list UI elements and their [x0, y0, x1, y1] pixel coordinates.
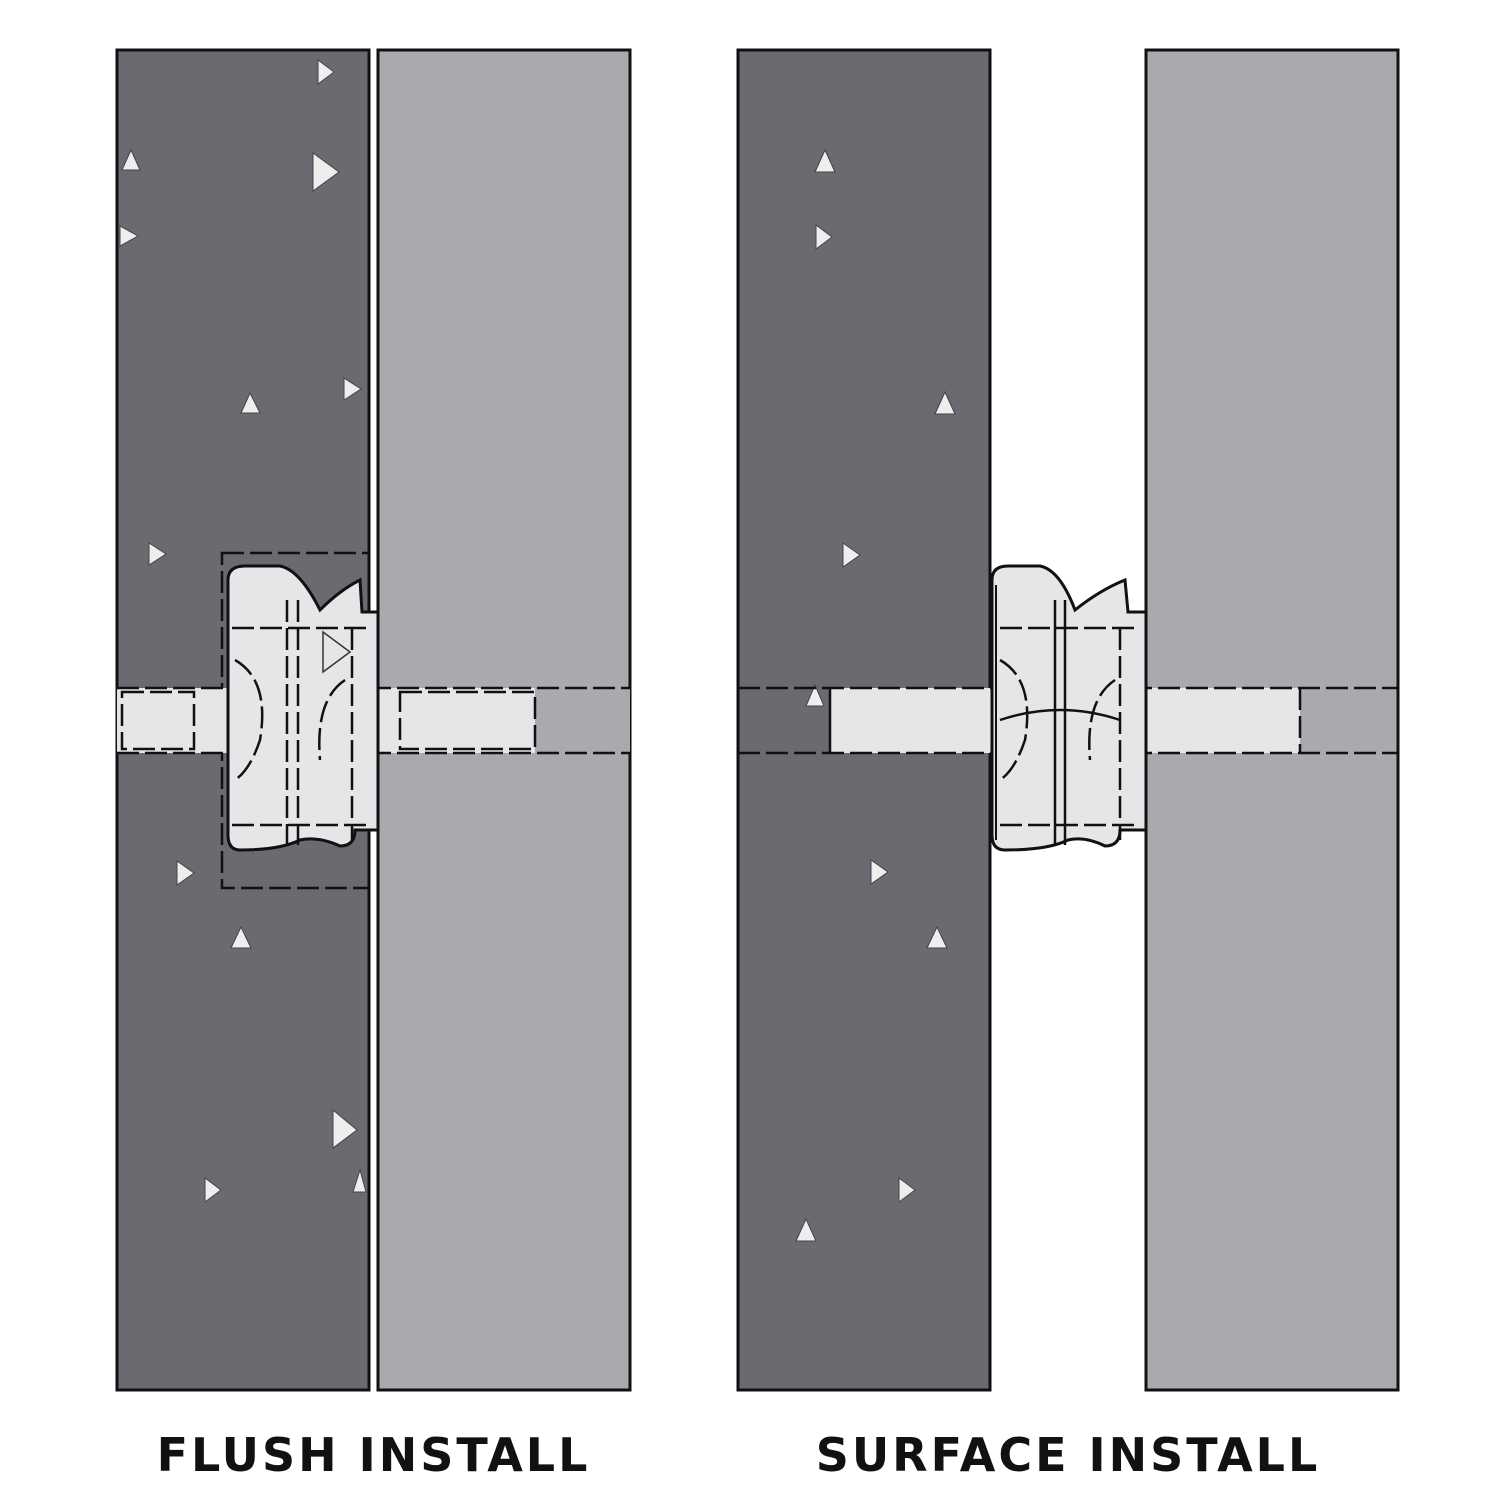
aggregate-marks — [119, 59, 367, 1203]
flush-install-panel — [115, 48, 632, 1392]
surface-install-panel — [736, 48, 1400, 1392]
flush-install-label: FLUSH INSTALL — [156, 1428, 591, 1482]
surface-connector — [990, 564, 1148, 852]
aggregate-marks — [795, 148, 956, 1242]
surface-install-label: SURFACE INSTALL — [815, 1428, 1321, 1482]
flush-connector — [226, 564, 380, 852]
